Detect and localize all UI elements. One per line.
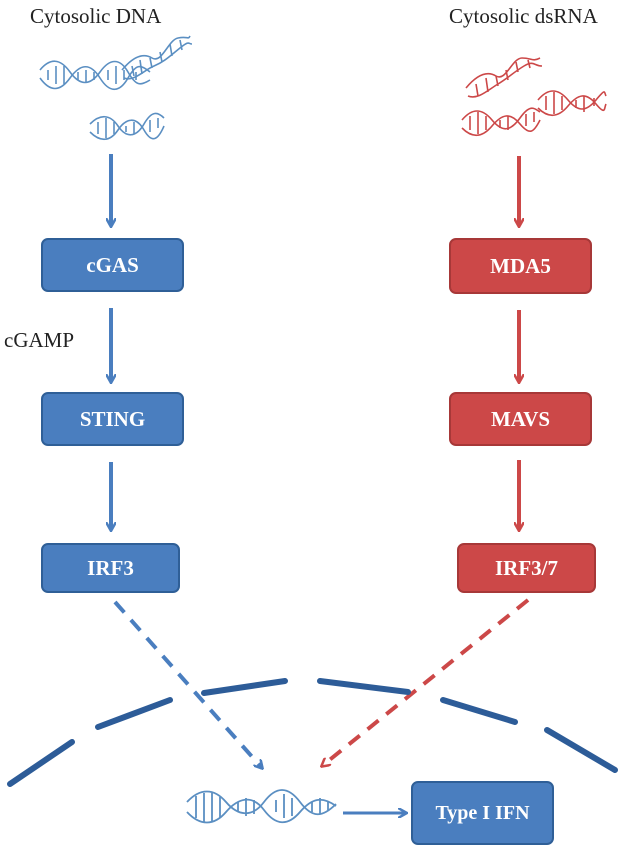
rna-helix-icon bbox=[537, 90, 607, 117]
arrow-irf37-to-gene bbox=[322, 598, 530, 766]
node-irf3-7: IRF3/7 bbox=[457, 543, 596, 593]
cytosolic-dna-title: Cytosolic DNA bbox=[30, 4, 162, 28]
node-sting: STING bbox=[41, 392, 184, 446]
dna-helix-icon bbox=[39, 60, 151, 91]
gene-dna-icon bbox=[186, 789, 337, 824]
node-mda5: MDA5 bbox=[449, 238, 592, 294]
rna-helix-icon bbox=[465, 57, 543, 98]
node-irf3: IRF3 bbox=[41, 543, 180, 593]
node-type-i-ifn: Type I IFN bbox=[411, 781, 554, 845]
arrow-irf3-to-gene bbox=[113, 600, 262, 768]
node-cgas: cGAS bbox=[41, 238, 184, 292]
rna-helix-icon bbox=[461, 107, 541, 137]
dna-helix-icon bbox=[121, 35, 193, 80]
cytosolic-dsrna-title: Cytosolic dsRNA bbox=[449, 4, 598, 28]
dna-helix-icon bbox=[89, 112, 165, 141]
cgamp-label: cGAMP bbox=[4, 328, 75, 352]
nuclear-membrane bbox=[7, 678, 618, 787]
node-mavs: MAVS bbox=[449, 392, 592, 446]
